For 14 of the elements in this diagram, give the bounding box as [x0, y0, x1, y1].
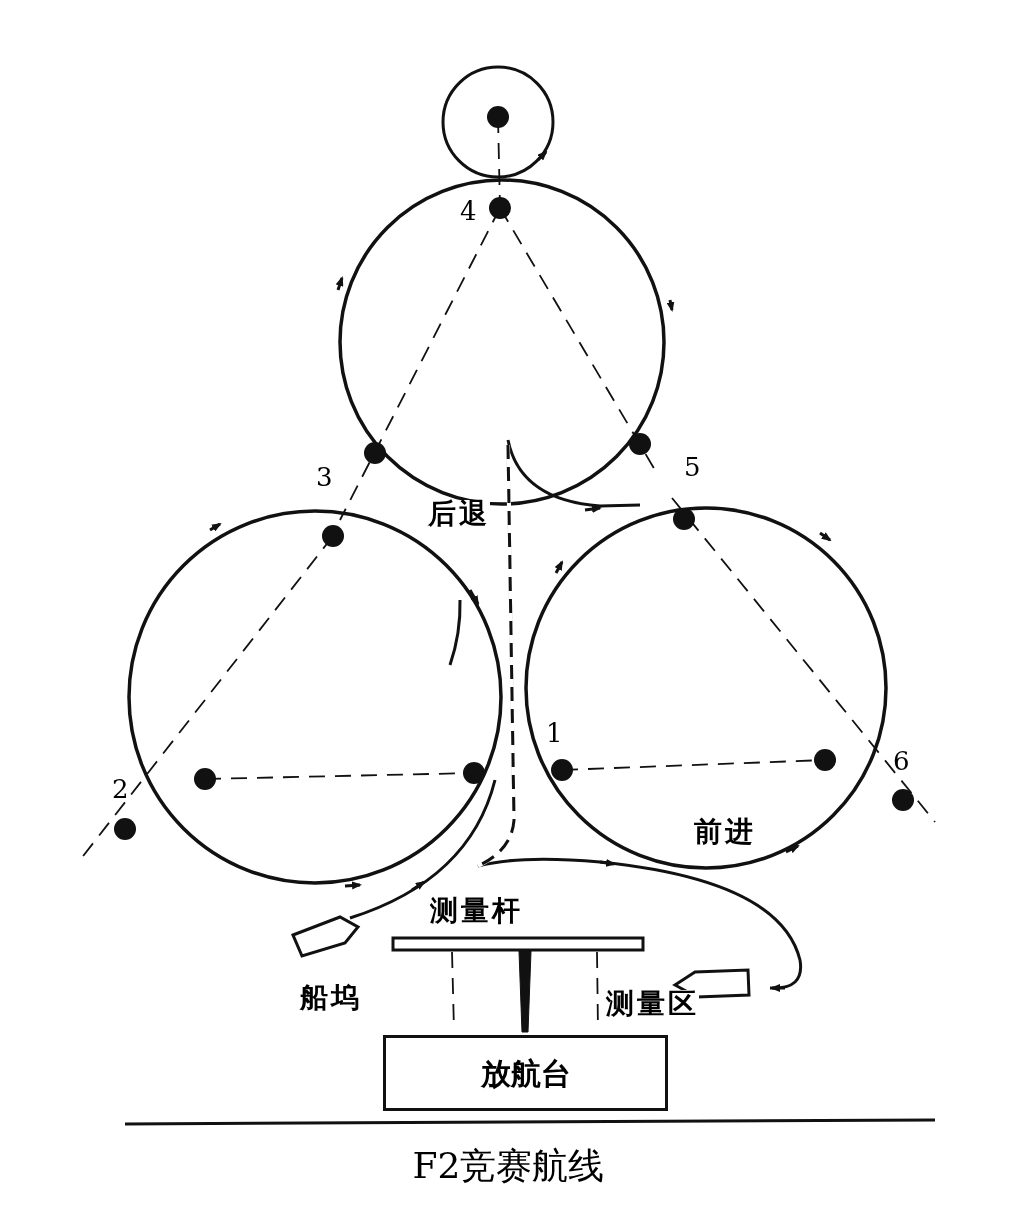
caption: F2竞赛航线 — [411, 1148, 606, 1184]
buoy-number: 3 — [316, 464, 333, 490]
platform-label: 放航台 — [480, 1054, 571, 1093]
buoy-number: 6 — [893, 748, 910, 774]
course-label: 测量杆 — [430, 897, 523, 925]
buoy-number: 2 — [112, 776, 129, 802]
launch-platform — [383, 1035, 668, 1111]
course-label: 前进 — [694, 818, 756, 846]
course-label: 后退 — [428, 500, 490, 528]
course-label: 测量区 — [606, 990, 699, 1018]
course-label: 船坞 — [300, 984, 362, 1012]
buoy-number: 1 — [546, 720, 563, 746]
buoy-number: 5 — [684, 454, 701, 480]
buoy-number: 4 — [460, 198, 477, 224]
